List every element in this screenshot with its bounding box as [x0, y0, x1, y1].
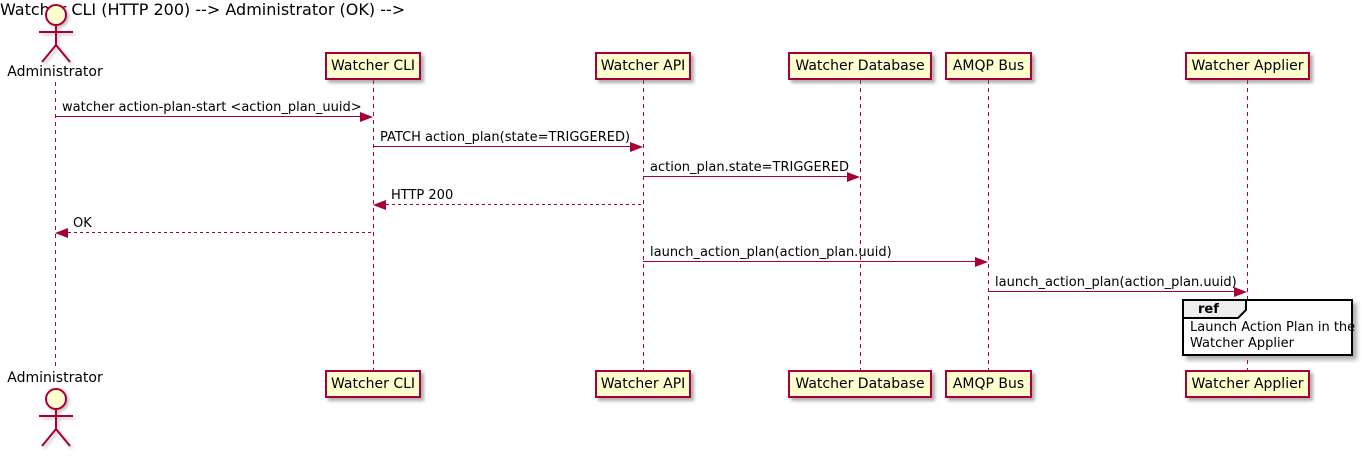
arrowhead-icon: [847, 172, 860, 182]
message-line: [68, 232, 373, 234]
actor-icon: [39, 388, 73, 447]
actor-label-bottom: Administrator: [7, 370, 103, 386]
ref-fragment: ref Launch Action Plan in the Watcher Ap…: [1182, 299, 1355, 356]
lifeline-amqp-bus: [988, 80, 989, 370]
participant-watcher-database-top: Watcher Database: [788, 52, 932, 80]
message-label: watcher action-plan-start <action_plan_u…: [62, 100, 362, 115]
message-label: launch_action_plan(action_plan.uuid): [995, 275, 1237, 290]
message-line: [386, 204, 643, 206]
participant-watcher-cli-bottom: Watcher CLI: [325, 370, 421, 398]
participant-watcher-api-bottom: Watcher API: [595, 370, 691, 398]
ref-keyword: ref: [1198, 302, 1219, 317]
ref-text-line2: Watcher Applier: [1190, 336, 1294, 351]
lifeline-administrator: [55, 82, 56, 370]
ref-text: Launch Action Plan in the Watcher Applie…: [1190, 320, 1355, 352]
participant-watcher-applier-top: Watcher Applier: [1185, 52, 1310, 80]
arrowhead-icon: [1234, 287, 1247, 297]
lifeline-watcher-cli: [373, 80, 374, 370]
arrowhead-icon: [360, 112, 373, 122]
message-label: OK: [73, 216, 92, 231]
participant-amqp-bus-bottom: AMQP Bus: [945, 370, 1032, 398]
actor-label-top: Administrator: [7, 64, 103, 80]
participant-watcher-database-bottom: Watcher Database: [788, 370, 932, 398]
participant-watcher-applier-bottom: Watcher Applier: [1185, 370, 1310, 398]
arrowhead-icon: [373, 200, 386, 210]
participant-amqp-bus-top: AMQP Bus: [945, 52, 1032, 80]
message-line: [373, 146, 630, 148]
actor-icon: [39, 4, 73, 63]
message-label: HTTP 200: [391, 188, 454, 203]
message-label: action_plan.state=TRIGGERED: [650, 160, 849, 175]
message-label: PATCH action_plan(state=TRIGGERED): [380, 130, 631, 145]
participant-watcher-api-top: Watcher API: [595, 52, 691, 80]
message-line: [643, 261, 975, 263]
arrowhead-icon: [630, 142, 643, 152]
lifeline-watcher-database: [860, 80, 861, 370]
message-line: [988, 291, 1234, 293]
message-line: [55, 116, 362, 118]
message-label: launch_action_plan(action_plan.uuid): [650, 245, 892, 260]
ref-tab-shape: [1182, 299, 1247, 319]
arrowhead-icon: [975, 257, 988, 267]
lifeline-watcher-api: [643, 80, 644, 370]
ref-text-line1: Launch Action Plan in the: [1190, 320, 1356, 335]
message-line: [643, 176, 847, 178]
arrowhead-icon: [55, 228, 68, 238]
participant-watcher-cli-top: Watcher CLI: [325, 52, 421, 80]
lifeline-watcher-applier: [1247, 80, 1248, 370]
